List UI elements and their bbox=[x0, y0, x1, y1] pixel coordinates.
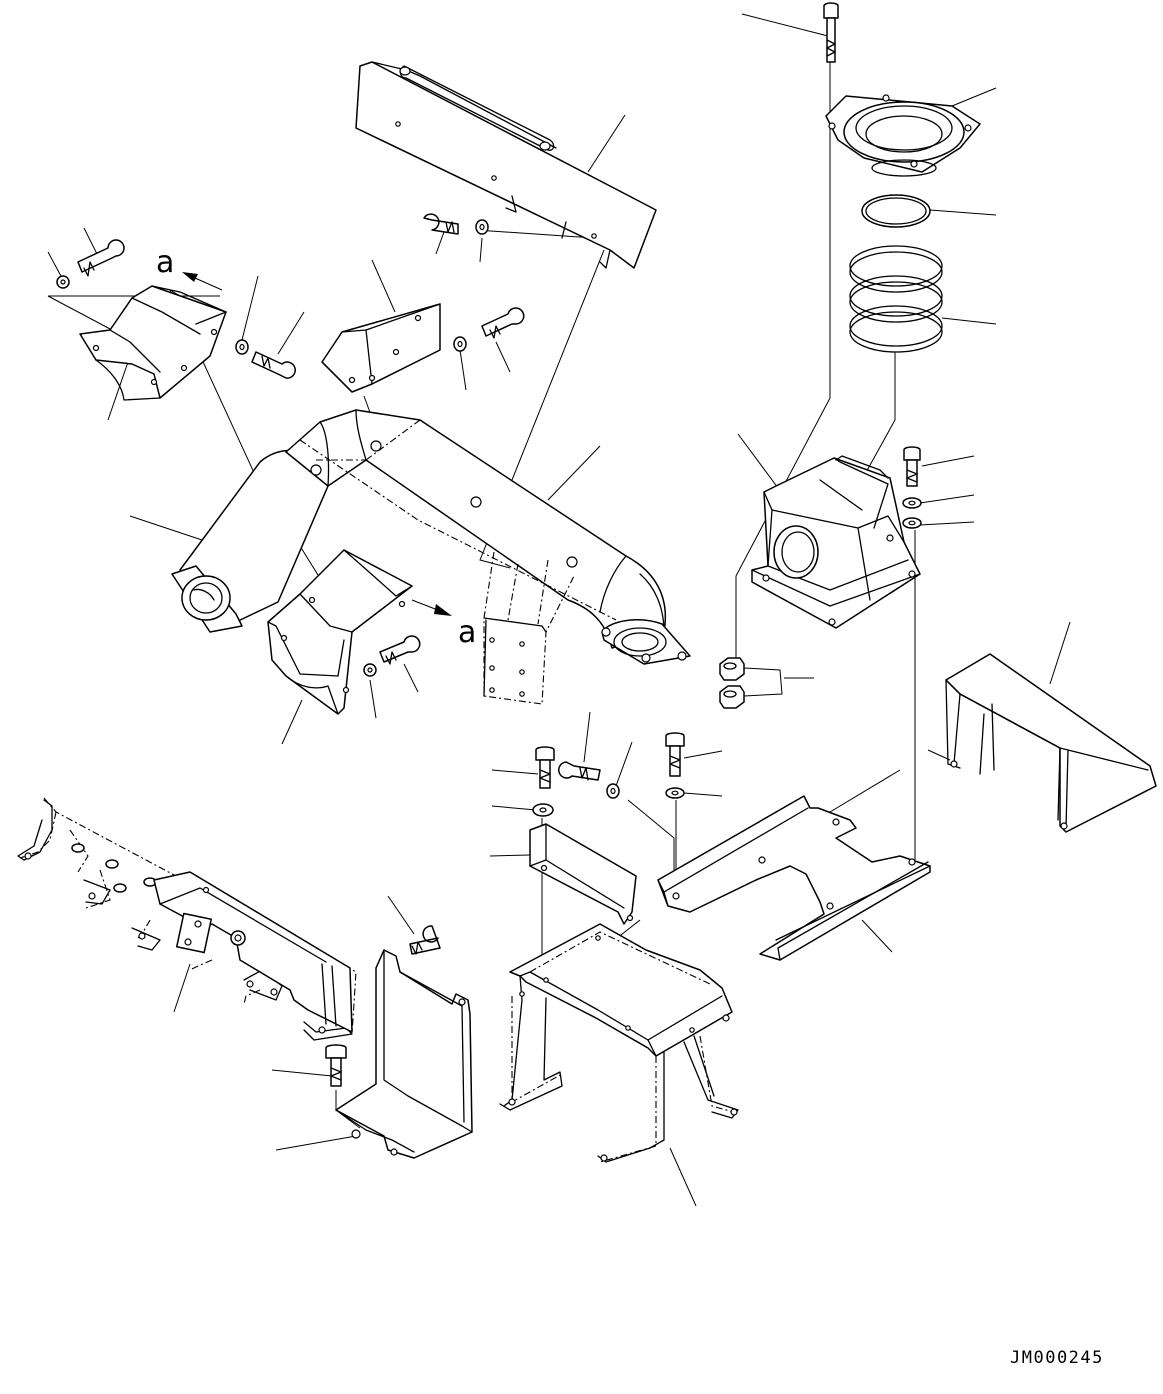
leader-lines bbox=[48, 14, 1070, 1206]
bolt-vertical-panel-top bbox=[410, 926, 440, 954]
bolt-small-bracket bbox=[536, 747, 554, 788]
bellows-hose bbox=[850, 246, 942, 352]
washer-small-bracket bbox=[533, 804, 553, 816]
bolt-horizontal-center bbox=[559, 762, 600, 780]
cover-lower-left bbox=[268, 550, 412, 714]
nut-lower bbox=[720, 686, 744, 708]
long-bracket-plate bbox=[658, 796, 930, 960]
view-letter-upper: a bbox=[156, 245, 174, 280]
flange-plate bbox=[826, 95, 980, 176]
cover-hood bbox=[946, 654, 1156, 832]
washer-cover-top bbox=[57, 276, 69, 288]
bolt-adapter bbox=[904, 447, 920, 486]
drawing-code: JM000245 bbox=[1010, 1348, 1104, 1368]
wedge-bracket bbox=[322, 304, 440, 392]
bolt-lower-cover bbox=[380, 636, 420, 664]
bolt-long-bracket bbox=[666, 733, 684, 776]
washer-adapter-2 bbox=[903, 518, 921, 528]
washer-lower-cover bbox=[364, 664, 376, 676]
washer-center bbox=[607, 784, 619, 798]
view-arrow-upper: a bbox=[156, 245, 222, 290]
adapter-box bbox=[752, 456, 920, 628]
cover-upper-left bbox=[80, 286, 226, 400]
bolt-cover-top bbox=[78, 240, 124, 276]
bolt-vertical-panel-bottom bbox=[326, 1045, 346, 1086]
deflector-plate bbox=[356, 62, 656, 268]
stand-frame bbox=[500, 924, 740, 1162]
washer-adapter-1 bbox=[903, 498, 921, 508]
washer-wedge bbox=[454, 337, 466, 351]
washer-deflector bbox=[476, 220, 488, 234]
small-bracket bbox=[530, 824, 636, 924]
washer-right-of-cover bbox=[236, 340, 248, 354]
nut-group-bracket bbox=[744, 668, 782, 696]
bolt-deflector bbox=[424, 214, 458, 234]
duct-mount-bracket bbox=[484, 552, 574, 704]
vertical-cover-panel bbox=[336, 950, 472, 1158]
ring-seal bbox=[862, 195, 930, 227]
bolt-wedge bbox=[482, 308, 524, 338]
view-letter-lower: a bbox=[458, 615, 476, 650]
side-panel-left bbox=[154, 872, 352, 1032]
bolt-top-right bbox=[824, 3, 838, 62]
washer-long-bracket bbox=[666, 788, 684, 798]
nut-upper bbox=[720, 658, 744, 680]
duct-elbow-pipe bbox=[172, 410, 690, 664]
view-arrow-lower: a bbox=[412, 600, 476, 650]
bolt-right-of-cover bbox=[252, 352, 295, 378]
